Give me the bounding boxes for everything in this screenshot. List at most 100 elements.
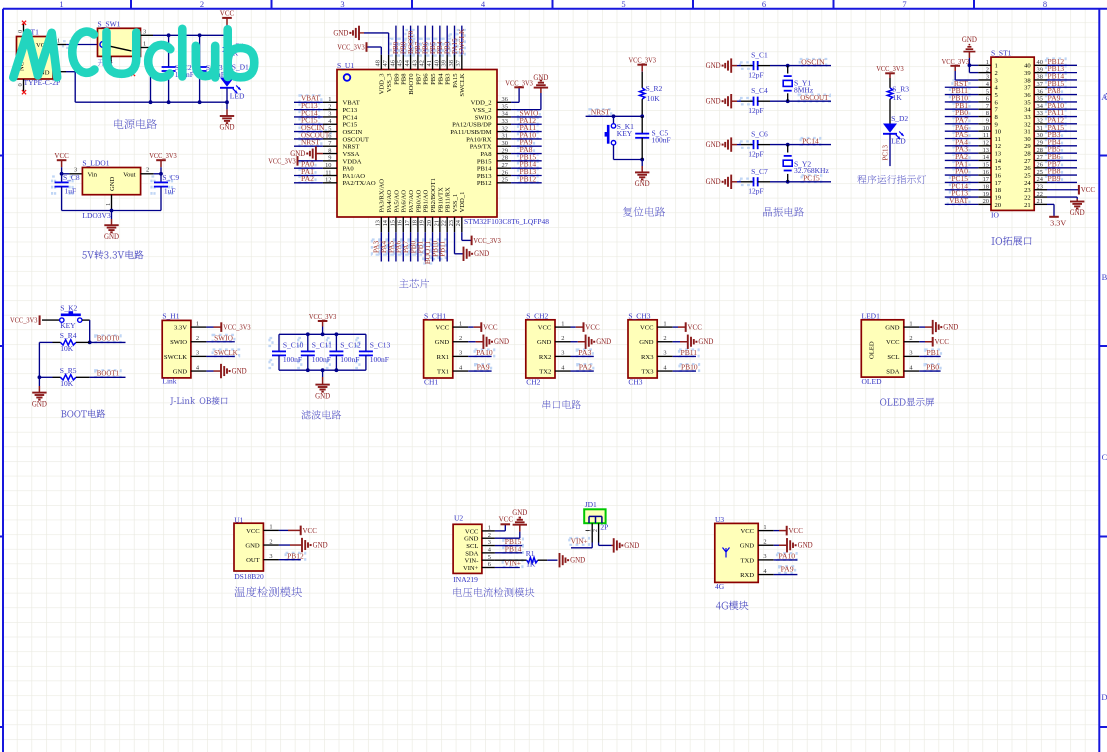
svg-text:33: 33 xyxy=(1037,110,1043,117)
svg-text:S_K2: S_K2 xyxy=(60,303,77,312)
svg-text:16: 16 xyxy=(983,169,989,176)
svg-text:24: 24 xyxy=(1037,176,1044,183)
svg-text:VCC: VCC xyxy=(640,325,654,332)
svg-text:2: 2 xyxy=(593,529,599,532)
svg-text:PA12/USB/DP: PA12/USB/DP xyxy=(452,122,492,129)
svg-text:4: 4 xyxy=(986,81,990,88)
svg-text:1: 1 xyxy=(488,525,491,532)
svg-text:PA12: PA12 xyxy=(520,116,537,125)
svg-text:PA10/RX: PA10/RX xyxy=(466,136,492,143)
svg-text:NRST: NRST xyxy=(301,138,320,147)
svg-text:S_C13: S_C13 xyxy=(370,341,391,350)
svg-text:4: 4 xyxy=(663,364,667,371)
svg-text:GND: GND xyxy=(290,149,305,158)
svg-text:42: 42 xyxy=(419,60,426,66)
svg-text:PC14: PC14 xyxy=(343,114,358,121)
svg-text:10: 10 xyxy=(995,129,1002,136)
svg-text:GND: GND xyxy=(109,176,116,191)
svg-text:S_R2: S_R2 xyxy=(646,84,663,93)
svg-text:PB11: PB11 xyxy=(439,241,447,257)
svg-text:PB14: PB14 xyxy=(1048,72,1065,81)
svg-text:PA9: PA9 xyxy=(477,363,490,372)
svg-text:PA3: PA3 xyxy=(955,146,968,154)
svg-text:34: 34 xyxy=(502,111,509,118)
svg-text:TX1: TX1 xyxy=(437,368,449,375)
svg-text:VDD_1: VDD_1 xyxy=(459,192,466,213)
svg-text:PB15: PB15 xyxy=(505,537,522,546)
svg-text:NRST: NRST xyxy=(591,108,610,117)
svg-text:9: 9 xyxy=(995,121,999,128)
svg-text:2: 2 xyxy=(269,538,272,545)
svg-text:VCC: VCC xyxy=(465,528,479,535)
svg-text:PA8: PA8 xyxy=(480,151,492,158)
svg-text:3: 3 xyxy=(459,350,462,357)
svg-text:27: 27 xyxy=(502,162,509,169)
svg-text:GND: GND xyxy=(315,391,330,400)
svg-text:8: 8 xyxy=(995,114,999,121)
svg-text:PB1/AO: PB1/AO xyxy=(423,190,430,213)
svg-text:GND: GND xyxy=(1070,208,1085,217)
svg-text:26: 26 xyxy=(1024,165,1031,172)
svg-text:1: 1 xyxy=(986,59,989,66)
svg-text:GND: GND xyxy=(706,61,721,70)
svg-text:3: 3 xyxy=(196,350,199,357)
svg-text:PB13: PB13 xyxy=(477,173,492,180)
svg-text:1: 1 xyxy=(663,320,666,327)
svg-text:VSS_1: VSS_1 xyxy=(452,194,459,213)
svg-text:GND: GND xyxy=(639,339,654,346)
svg-text:10K: 10K xyxy=(647,94,661,103)
svg-text:GND: GND xyxy=(798,541,813,550)
svg-text:100nF: 100nF xyxy=(283,355,302,364)
svg-text:PB8: PB8 xyxy=(1048,167,1061,176)
svg-text:PA8: PA8 xyxy=(520,145,533,154)
svg-text:PB8: PB8 xyxy=(401,73,408,85)
svg-text:S_R3: S_R3 xyxy=(892,85,909,94)
svg-text:BOOT0: BOOT0 xyxy=(97,334,120,343)
svg-text:4: 4 xyxy=(909,364,913,371)
svg-text:S_C11: S_C11 xyxy=(312,341,332,350)
svg-text:1: 1 xyxy=(909,320,912,327)
svg-text:GND: GND xyxy=(32,399,47,408)
svg-text:2: 2 xyxy=(986,66,989,73)
svg-text:16: 16 xyxy=(397,220,404,226)
svg-text:8: 8 xyxy=(328,147,331,154)
svg-text:3: 3 xyxy=(663,350,666,357)
svg-text:37: 37 xyxy=(1037,81,1044,88)
svg-text:JD1: JD1 xyxy=(585,500,597,509)
svg-text:STM32F103C8T6_LQFP48: STM32F103C8T6_LQFP48 xyxy=(464,217,549,226)
svg-text:36: 36 xyxy=(1037,88,1043,95)
svg-text:2: 2 xyxy=(196,335,199,342)
svg-text:17: 17 xyxy=(404,219,411,226)
svg-text:VSSA: VSSA xyxy=(343,151,360,158)
svg-text:3: 3 xyxy=(74,167,77,174)
svg-text:13: 13 xyxy=(375,220,382,226)
svg-text:46: 46 xyxy=(389,60,396,66)
svg-text:4: 4 xyxy=(481,0,486,9)
svg-text:2: 2 xyxy=(763,538,766,545)
svg-text:PA2: PA2 xyxy=(955,153,968,161)
svg-text:GND: GND xyxy=(245,542,260,549)
svg-text:GND: GND xyxy=(740,543,755,550)
svg-text:1uF: 1uF xyxy=(164,187,176,196)
svg-text:PA0: PA0 xyxy=(343,166,355,173)
svg-text:3: 3 xyxy=(340,0,344,9)
svg-text:PA1: PA1 xyxy=(955,160,968,168)
svg-text:PB7: PB7 xyxy=(415,73,422,85)
svg-text:PB0: PB0 xyxy=(955,109,968,117)
svg-text:5: 5 xyxy=(328,125,331,132)
svg-text:PB14: PB14 xyxy=(505,544,522,553)
svg-text:VCC: VCC xyxy=(483,323,497,332)
svg-text:4: 4 xyxy=(561,364,565,371)
svg-text:TYPE-C-2P: TYPE-C-2P xyxy=(24,78,61,87)
svg-text:7: 7 xyxy=(328,140,332,147)
svg-text:GND: GND xyxy=(494,337,509,346)
svg-text:VCC: VCC xyxy=(789,526,803,535)
svg-text:PA3: PA3 xyxy=(578,348,591,357)
svg-text:A: A xyxy=(1101,92,1107,102)
svg-text:OSCOUT: OSCOUT xyxy=(800,93,829,102)
svg-text:PA10: PA10 xyxy=(1048,101,1065,110)
svg-text:29: 29 xyxy=(1024,143,1031,150)
svg-text:SWIO: SWIO xyxy=(475,114,492,121)
svg-text:U1: U1 xyxy=(234,515,243,524)
svg-text:100nF: 100nF xyxy=(370,355,389,364)
